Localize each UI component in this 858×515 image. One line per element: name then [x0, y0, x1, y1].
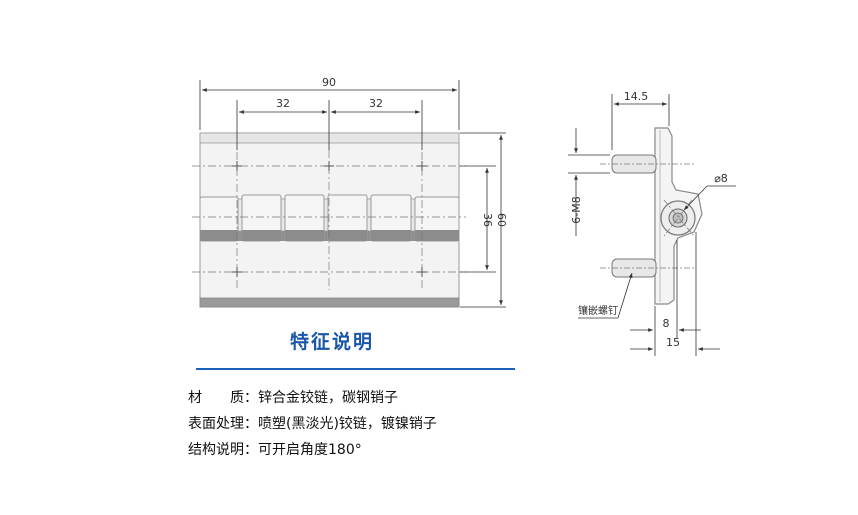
- pin-core: [672, 212, 684, 224]
- section-title-underline: [196, 368, 515, 370]
- dim-90-label: 90: [322, 76, 336, 89]
- knuckle-bottoms: [200, 230, 459, 241]
- insert-leader: [578, 272, 633, 319]
- front-view: 90 32 32 36 60: [192, 76, 508, 308]
- dim-32-left-label: 32: [276, 97, 290, 110]
- dim-overall-width: [199, 80, 460, 130]
- thread-label: 6-M8: [570, 196, 583, 223]
- dim-top-width: [611, 94, 670, 150]
- dim-pin-diameter: [683, 185, 736, 211]
- dim-36-label: 36: [481, 213, 494, 227]
- dim-heights: [460, 132, 506, 308]
- knuckle-bottom: [371, 230, 411, 241]
- dim-32-right-label: 32: [369, 97, 383, 110]
- spec-surface-treatment: 表面处理：喷塑(黑淡光)铰链，镀镍销子: [188, 416, 437, 432]
- hole-marks: [232, 161, 427, 277]
- dim-pitch: [236, 100, 423, 150]
- dim-15-label: 15: [666, 336, 680, 349]
- screw-center-lines: [600, 163, 695, 269]
- dim-14-5-label: 14.5: [624, 90, 649, 103]
- knuckle-bottom: [242, 230, 281, 241]
- dim-60-label: 60: [495, 213, 508, 227]
- side-view: 14.5 6-M8 ⌀8 镶嵌螺钉: [568, 90, 736, 356]
- dim-bottom: [630, 232, 720, 356]
- section-title: 特征说明: [289, 331, 374, 353]
- hinge-top-band: [199, 132, 460, 144]
- insert-screw-label: 镶嵌螺钉: [578, 304, 618, 317]
- dim-8-label: 8: [663, 317, 670, 330]
- knuckle-bottom: [328, 230, 367, 241]
- pin-diameter-label: ⌀8: [714, 172, 728, 185]
- knuckle-bottom: [415, 230, 459, 241]
- knuckle-bottom: [285, 230, 324, 241]
- spec-material: 材 质：锌合金铰链，碳钢销子: [188, 390, 398, 406]
- spec-structure: 结构说明：可开启角度180°: [188, 442, 362, 458]
- dim-thread: [568, 128, 610, 236]
- hinge-bottom-band: [199, 297, 460, 308]
- knuckle-bottom: [200, 230, 238, 241]
